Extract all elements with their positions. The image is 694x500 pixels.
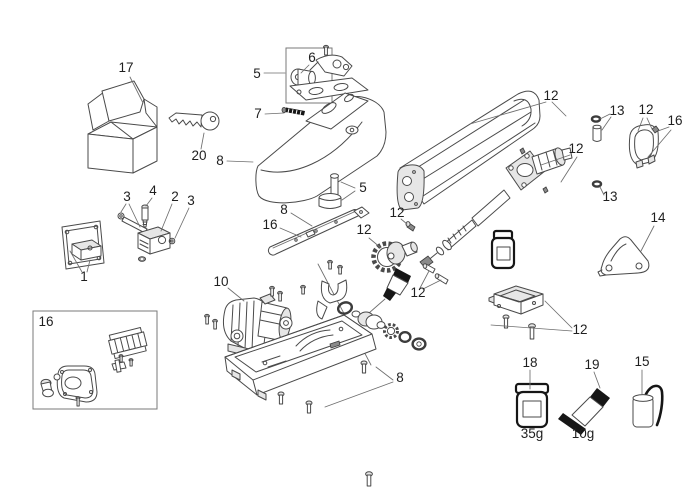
grease-tube-cone <box>368 268 411 314</box>
leader-19 <box>593 371 601 389</box>
callout-part-5: 5 <box>253 66 261 81</box>
part-19-adhesive-tube <box>558 388 610 435</box>
callout-part-12-rail: 12 <box>543 88 558 103</box>
leader-3a <box>120 203 141 228</box>
callout-part-4: 4 <box>149 183 157 198</box>
part-16-accessories-box <box>32 310 158 410</box>
leader-17 <box>129 76 144 104</box>
callout-part-14: 14 <box>650 210 666 225</box>
callout-labels: 17 20 5 6 7 8 12 13 12 16 12 13 14 3 4 2… <box>38 50 682 441</box>
weight-label-10g: 10g <box>572 426 595 441</box>
part-20-release-key <box>168 111 220 131</box>
callout-part-8-cover: 8 <box>216 153 224 168</box>
callout-part-5-pin: 5 <box>359 180 367 195</box>
callout-part-12-head: 12 <box>568 141 583 156</box>
callout-part-19: 19 <box>584 357 599 372</box>
part-12-end-cap <box>628 124 660 169</box>
leader-12-kit <box>490 300 573 332</box>
part-14-bracket-arm <box>597 236 650 277</box>
leader-12-cap <box>637 117 653 132</box>
leader-13a <box>599 113 612 131</box>
part-18-grease-jar <box>514 382 550 429</box>
leader-12-rail <box>469 101 567 125</box>
callout-part-10: 10 <box>213 274 228 289</box>
part-12-screw <box>405 221 416 232</box>
leader-14 <box>640 225 655 252</box>
part-13-ring <box>591 180 603 188</box>
leader-12-head <box>540 154 578 183</box>
leader-2 <box>160 203 173 232</box>
leader-3b <box>174 207 190 239</box>
part-1-mounting-plate <box>61 220 105 270</box>
leader-13b <box>599 186 605 196</box>
leader-8a <box>226 160 254 163</box>
callout-part-2: 2 <box>171 189 179 204</box>
leader-16-cap <box>647 126 672 158</box>
leader-12-screw <box>400 218 408 225</box>
callout-part-16-cap: 16 <box>667 113 682 128</box>
leader-8c <box>324 366 394 408</box>
leader-10 <box>227 287 245 302</box>
part-16-gasket <box>267 206 370 256</box>
callout-part-12-gear: 12 <box>356 222 371 237</box>
callout-part-12-cap: 12 <box>638 102 653 117</box>
callout-part-13-lower: 13 <box>602 189 617 204</box>
part-12-pins <box>422 263 449 285</box>
callout-part-15: 15 <box>634 354 649 369</box>
leader-5b <box>340 181 356 201</box>
callout-part-6: 6 <box>308 50 316 65</box>
part-17-packaging-box <box>87 80 158 174</box>
part-8-motor-cover <box>255 92 387 209</box>
leader-20 <box>200 132 205 150</box>
callout-part-18: 18 <box>522 355 537 370</box>
callout-part-20: 20 <box>191 148 206 163</box>
callout-part-13-upper: 13 <box>609 103 624 118</box>
part-15-capacitor <box>632 384 664 428</box>
callout-part-12-kit: 12 <box>572 322 587 337</box>
callout-part-1: 1 <box>80 269 88 284</box>
callout-part-7: 7 <box>254 106 262 121</box>
part-7-spring-pin <box>281 107 305 116</box>
leader-6 <box>300 64 310 74</box>
leader-16b <box>279 227 302 238</box>
part-12-gearmotor-head <box>419 147 573 269</box>
leader-7 <box>264 112 285 115</box>
part-5-6-lock-release-assembly <box>285 44 369 104</box>
grease-jar-small <box>490 229 516 270</box>
callout-part-16-gasket: 16 <box>262 217 277 232</box>
part-12-bevel-gear <box>371 241 418 273</box>
callout-part-12-pins: 12 <box>410 285 425 300</box>
internal-parts-cluster <box>300 259 427 366</box>
part-12-rail-beam <box>396 90 541 211</box>
callout-part-12-screw: 12 <box>389 205 404 220</box>
callout-part-17: 17 <box>118 60 133 75</box>
part-13-pin-ring <box>590 115 602 142</box>
leader-8b <box>290 212 313 227</box>
part-8-housing-base <box>224 314 377 487</box>
callout-part-3-right: 3 <box>187 193 195 208</box>
weight-label-35g: 35g <box>521 426 544 441</box>
callout-part-16-box: 16 <box>38 314 53 329</box>
part-2-3-4-clevis-group <box>117 204 176 262</box>
callout-part-8-base: 8 <box>396 370 404 385</box>
leader-4 <box>145 197 153 207</box>
callout-part-8-gasket: 8 <box>280 202 288 217</box>
leader-12-gear <box>368 237 382 249</box>
part-12-bracket-kit <box>488 285 544 340</box>
leader-1 <box>69 250 91 273</box>
callout-part-3-left: 3 <box>123 189 131 204</box>
leader-12-pins <box>419 270 442 290</box>
